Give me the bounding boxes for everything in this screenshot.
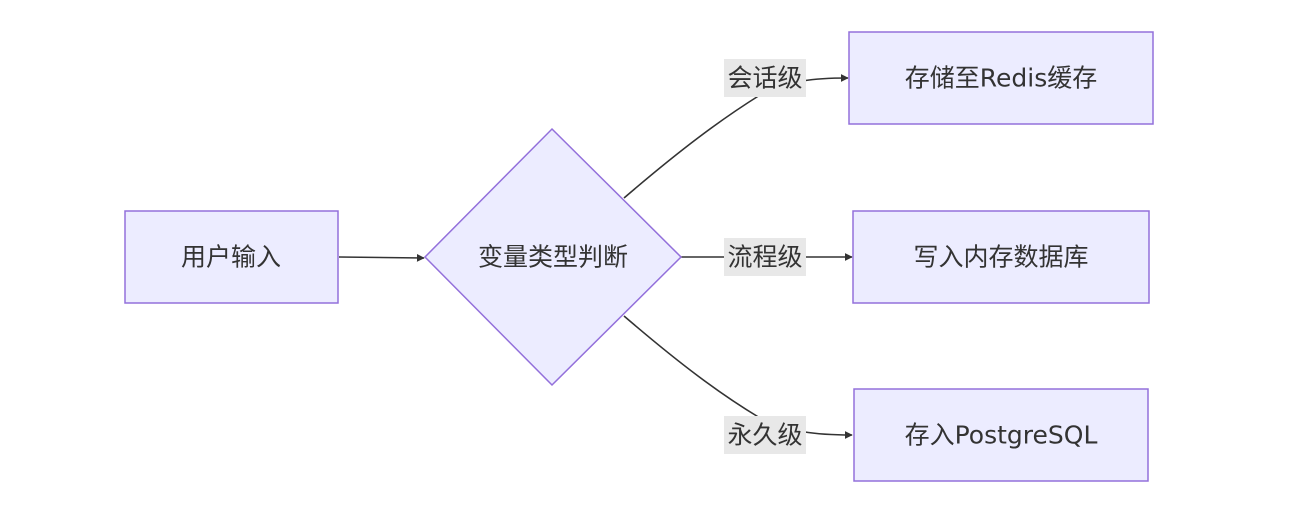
node-user-input: 用户输入	[124, 210, 339, 304]
edge-label-background	[724, 238, 806, 276]
edge-decision-to-postgres: 永久级	[623, 315, 853, 454]
node-box	[852, 210, 1150, 304]
decision-diamond	[423, 127, 683, 387]
edge-decision-to-redis: 会话级	[623, 59, 849, 199]
node-label: 存入PostgreSQL	[905, 421, 1098, 450]
node-box	[853, 388, 1149, 482]
node-postgresql: 存入PostgreSQL	[853, 388, 1149, 482]
edge-label-session: 会话级	[727, 64, 802, 93]
node-label: 变量类型判断	[478, 243, 628, 272]
edge-input-to-decision	[338, 253, 425, 262]
node-label: 存储至Redis缓存	[905, 64, 1097, 93]
edge-line	[623, 74, 849, 199]
edge-label-permanent: 永久级	[727, 421, 802, 450]
edge-label-flow: 流程级	[727, 243, 802, 272]
node-type-decision: 变量类型判断	[423, 127, 683, 387]
edge-decision-to-memory: 流程级	[681, 238, 853, 276]
node-box	[124, 210, 339, 304]
edge-label-background	[724, 59, 806, 97]
node-redis-cache: 存储至Redis缓存	[848, 31, 1154, 125]
node-memory-db: 写入内存数据库	[852, 210, 1150, 304]
node-label: 写入内存数据库	[913, 243, 1088, 272]
node-box	[848, 31, 1154, 125]
edge-line	[623, 315, 853, 439]
node-label: 用户输入	[181, 243, 281, 272]
edge-label-background	[724, 416, 806, 454]
edge-line	[338, 253, 425, 262]
